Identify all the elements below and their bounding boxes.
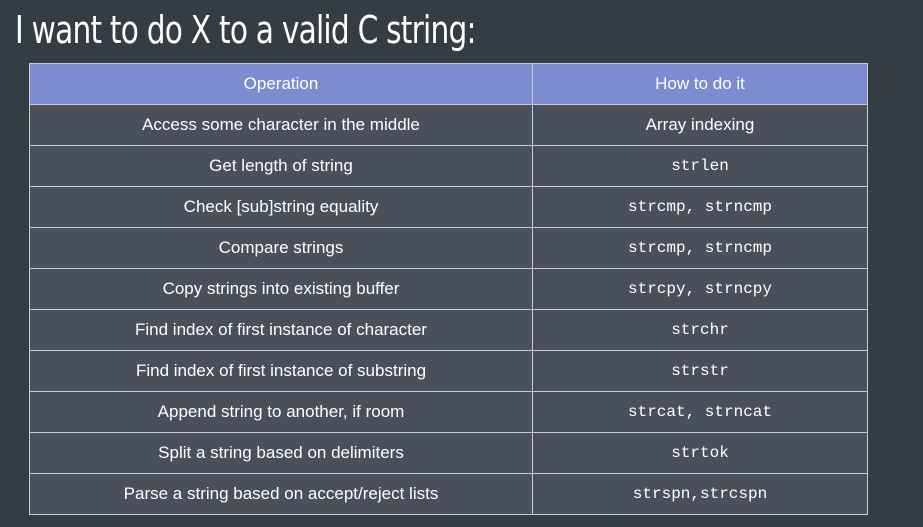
how-to-cell: strcmp, strncmp [532, 227, 868, 269]
operation-cell: Find index of first instance of substrin… [29, 350, 533, 392]
slide-title: I want to do X to a valid C string: [15, 8, 477, 52]
operation-cell: Append string to another, if room [29, 391, 533, 433]
operation-cell: Access some character in the middle [29, 104, 533, 146]
operation-cell: Check [sub]string equality [29, 186, 533, 228]
table-header-row: Operation How to do it [29, 63, 868, 105]
operation-cell: Find index of first instance of characte… [29, 309, 533, 351]
table-row: Find index of first instance of characte… [29, 309, 868, 351]
operations-table: Operation How to do it Access some chara… [29, 63, 868, 515]
how-to-cell: strcpy, strncpy [532, 268, 868, 310]
operation-cell: Parse a string based on accept/reject li… [29, 473, 533, 515]
column-header-operation: Operation [29, 63, 533, 105]
operation-cell: Compare strings [29, 227, 533, 269]
how-to-cell: strlen [532, 145, 868, 187]
how-to-cell: strstr [532, 350, 868, 392]
table-row: Parse a string based on accept/reject li… [29, 473, 868, 515]
how-to-cell: strcmp, strncmp [532, 186, 868, 228]
how-to-cell: strchr [532, 309, 868, 351]
how-to-cell: Array indexing [532, 104, 868, 146]
how-to-cell: strcat, strncat [532, 391, 868, 433]
table-row: Find index of first instance of substrin… [29, 350, 868, 392]
column-header-how-to-do-it: How to do it [532, 63, 868, 105]
operation-cell: Get length of string [29, 145, 533, 187]
how-to-cell: strspn,strcspn [532, 473, 868, 515]
operation-cell: Copy strings into existing buffer [29, 268, 533, 310]
operation-cell: Split a string based on delimiters [29, 432, 533, 474]
how-to-cell: strtok [532, 432, 868, 474]
